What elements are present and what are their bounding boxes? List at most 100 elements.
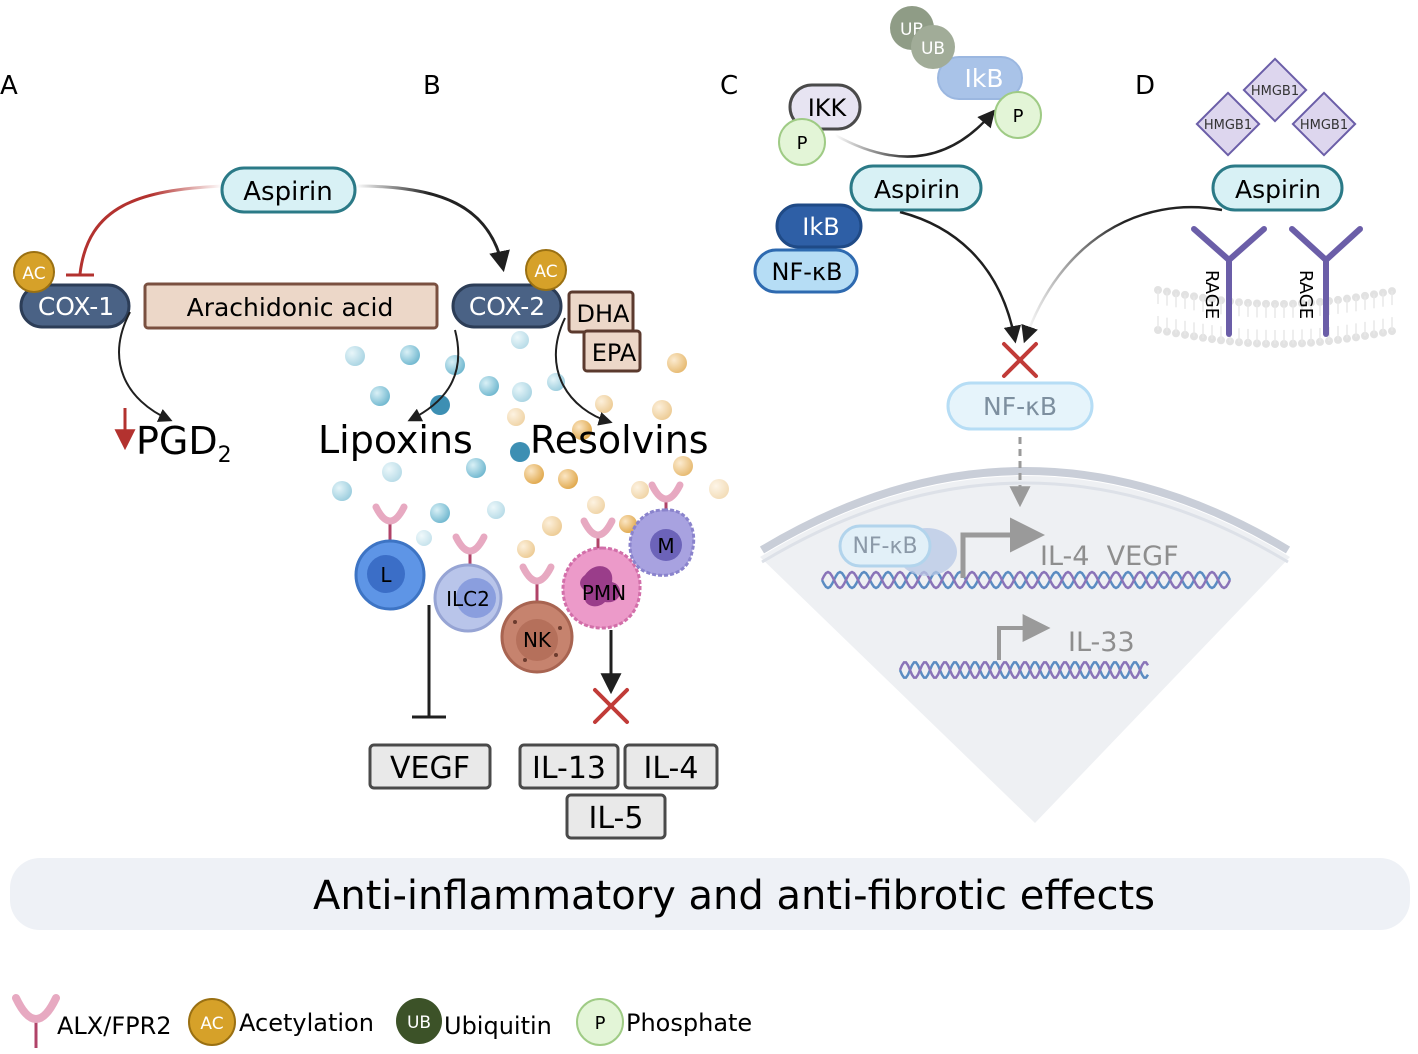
- legend-acetylation: Acetylation: [239, 1009, 374, 1037]
- arrow-aspirin-c-to-nfkb: [899, 210, 1022, 344]
- svg-text:P: P: [595, 1013, 606, 1034]
- svg-text:AC: AC: [200, 1014, 223, 1034]
- svg-text:IKK: IKK: [808, 94, 848, 122]
- p-badge-ikb: P: [994, 91, 1042, 139]
- legend-phosphate-icon: P: [576, 998, 624, 1046]
- svg-text:UB: UB: [407, 1013, 431, 1033]
- cell-pmn: PMN: [561, 546, 642, 630]
- cox2-enzyme: COX-2: [451, 283, 563, 329]
- arachidonic-acid-box: Arachidonic acid: [143, 282, 439, 330]
- arrow-to-resolvins: [554, 317, 613, 426]
- legend-alx-fpr2: ALX/FPR2: [57, 1012, 172, 1040]
- svg-text:HMGB1: HMGB1: [1204, 118, 1252, 133]
- svg-text:P: P: [1013, 106, 1024, 127]
- ac-badge-cox1: AC: [13, 251, 55, 293]
- epa-label: EPA: [592, 339, 637, 367]
- cell-ilc2: ILC2: [433, 563, 503, 633]
- nucleus-region: [760, 476, 1290, 823]
- svg-text:PMN: PMN: [582, 581, 626, 605]
- cox2-label: COX-2: [469, 292, 545, 321]
- rage-label-1: RAGE: [1201, 270, 1222, 319]
- aspirin-label-ab: Aspirin: [243, 177, 332, 207]
- cox1-label: COX-1: [38, 292, 114, 321]
- rage-label-2: RAGE: [1295, 270, 1316, 319]
- aspirin-node-ab: Aspirin: [220, 166, 357, 214]
- aspirin-node-d: Aspirin: [1211, 164, 1344, 212]
- hmgb1-ligand-2: HMGB1: [1195, 91, 1261, 157]
- nfkb-bound-dna: NF-κB: [838, 524, 957, 576]
- block-x-cytokines: [593, 688, 629, 724]
- svg-text:IkB: IkB: [802, 213, 839, 241]
- resolvins-label: Resolvins: [530, 418, 709, 462]
- effects-banner: [10, 858, 1410, 930]
- svg-text:UB: UB: [921, 39, 945, 59]
- svg-text:P: P: [797, 133, 808, 154]
- cytokine-il5: IL-5: [565, 793, 667, 840]
- dna-strand-2: [898, 661, 1150, 679]
- legend-acetylation-icon: AC: [188, 998, 236, 1046]
- svg-text:AC: AC: [22, 264, 45, 284]
- svg-text:L: L: [380, 563, 392, 587]
- svg-text:HMGB1: HMGB1: [1300, 118, 1348, 133]
- svg-text:IL-4: IL-4: [644, 751, 699, 786]
- legend-phosphate: Phosphate: [626, 1009, 752, 1037]
- panel-label-d: D: [1135, 71, 1155, 101]
- dna-strand-1: [820, 570, 1232, 590]
- cell-l: L: [354, 539, 426, 611]
- transcription-arrow-1: [960, 517, 1045, 578]
- legend-ubiquitin: Ubiquitin: [444, 1012, 552, 1040]
- aspirin-node-c: Aspirin: [849, 164, 983, 212]
- svg-text:Aspirin: Aspirin: [874, 175, 960, 204]
- hmgb1-ligand-3: HMGB1: [1291, 91, 1357, 157]
- inhibition-vegf: [412, 605, 446, 719]
- inhibition-arrow-cox1: [78, 184, 223, 275]
- lipoxins-label: Lipoxins: [318, 418, 473, 462]
- ac-badge-cox2: AC: [525, 249, 567, 291]
- p-badge-ikk: P: [778, 118, 826, 166]
- panel-label-a: A: [0, 71, 18, 101]
- rage-receptor-2: [1289, 226, 1363, 337]
- svg-text:IL-5: IL-5: [589, 801, 644, 836]
- block-x-nfkb: [1002, 342, 1038, 378]
- receptor-l: [372, 503, 408, 545]
- dha-label: DHA: [577, 300, 631, 328]
- svg-text:M: M: [657, 534, 674, 558]
- legend-alx-fpr2-icon: [12, 994, 60, 1048]
- effects-banner-text: Anti-inflammatory and anti-fibrotic effe…: [313, 873, 1155, 919]
- receptor-nk: [519, 563, 555, 604]
- svg-text:AC: AC: [534, 262, 557, 282]
- ikb-phospho: IkB: [937, 56, 1023, 100]
- nuclear-envelope: [759, 467, 1291, 554]
- rage-receptor-1: [1191, 226, 1267, 337]
- svg-text:IL-13: IL-13: [532, 751, 606, 786]
- svg-text:NF-κB: NF-κB: [852, 534, 917, 559]
- nfkb-complex: NF-κB IkB: [753, 203, 863, 294]
- svg-text:ILC2: ILC2: [446, 587, 490, 611]
- arrow-ikk-phosphorylation: [834, 109, 996, 158]
- svg-text:HMGB1: HMGB1: [1251, 84, 1299, 99]
- svg-text:NF-κB: NF-κB: [771, 258, 842, 286]
- dha-box: DHA: [567, 290, 635, 334]
- ub-badge-2: UB: [911, 25, 955, 69]
- legend-ubiquitin-icon: UB: [396, 998, 442, 1044]
- arrow-to-lipoxins: [407, 329, 460, 422]
- cell-membrane: [1154, 286, 1396, 348]
- svg-text:NK: NK: [523, 628, 552, 652]
- arachidonic-acid-label: Arachidonic acid: [187, 293, 394, 322]
- cell-nk: NK: [500, 600, 574, 674]
- hmgb1-ligand-1: HMGB1: [1242, 57, 1308, 123]
- svg-text:VEGF: VEGF: [390, 751, 470, 786]
- cytokine-vegf-b: VEGF: [368, 743, 492, 790]
- svg-text:NF-κB: NF-κB: [983, 392, 1057, 421]
- cytokine-il13: IL-13: [518, 743, 620, 790]
- pgd2-product: PGD2: [114, 408, 232, 468]
- panel-label-c: C: [720, 71, 738, 101]
- cytokine-il4: IL-4: [623, 743, 719, 790]
- panel-label-b: B: [423, 71, 441, 101]
- svg-text:IkB: IkB: [964, 64, 1003, 93]
- gene-il33: IL-33: [1068, 627, 1135, 658]
- gene-il4-vegf: IL-4 VEGF: [1040, 541, 1179, 572]
- cox1-enzyme: COX-1: [19, 283, 131, 329]
- pgd2-label: PGD2: [136, 419, 232, 468]
